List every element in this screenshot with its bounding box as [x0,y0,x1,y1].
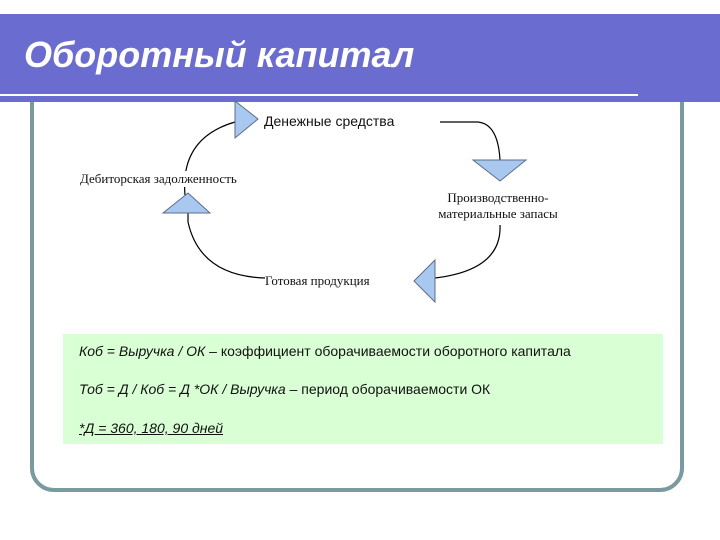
node-inventory: Производственно- материальные запасы [408,190,588,223]
formula-panel: Коб = Выручка / ОК – коэффициент оборачи… [63,334,663,444]
arrow-down-icon [471,159,528,182]
formula-turnover-period-expr: Тоб = Д / Коб = Д *ОК / Выручка [79,381,286,397]
node-inventory-line2: материальные запасы [438,206,558,222]
node-finished-goods: Готовая продукция [265,273,370,290]
title-bar: Оборотный капитал [0,14,720,102]
node-inventory-line1: Производственно- [447,190,549,205]
node-receivables: Дебиторская задолженность [80,171,237,188]
slide-title: Оборотный капитал [24,34,415,75]
arrow-left-icon [413,258,436,304]
connector-cash-to-inventory [440,121,501,161]
formula-turnover-ratio-desc: – коэффициент оборачиваемости оборотного… [205,343,571,359]
connector-inventory-to-goods [434,224,501,279]
arrow-right-icon [234,99,259,140]
connector-goods-to-receivables [187,212,266,279]
footnote-days: *Д = 360, 180, 90 дней [79,420,224,436]
formula-turnover-period: Тоб = Д / Коб = Д *ОК / Выручка – период… [79,381,490,397]
formula-footnote: *Д = 360, 180, 90 дней [79,420,223,436]
node-cash: Денежные средства [264,113,395,131]
title-underline [0,94,638,96]
formula-turnover-period-desc: – период оборачиваемости ОК [285,381,491,397]
formula-turnover-ratio-expr: Коб = Выручка / ОК [79,343,206,359]
arrow-up-icon [161,192,212,214]
formula-turnover-ratio: Коб = Выручка / ОК – коэффициент оборачи… [79,343,571,359]
